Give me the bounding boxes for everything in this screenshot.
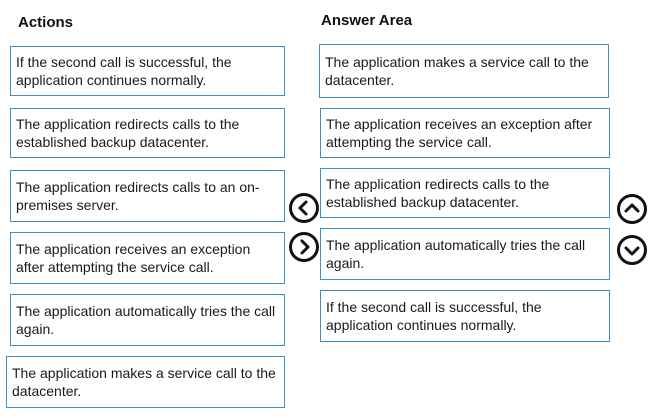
answer-card[interactable]: The application receives an exception af… bbox=[320, 108, 610, 158]
answer-card[interactable]: The application makes a service call to … bbox=[319, 44, 609, 98]
move-left-button[interactable] bbox=[289, 193, 319, 223]
action-card[interactable]: The application redirects calls to the e… bbox=[10, 108, 285, 158]
action-card[interactable]: The application makes a service call to … bbox=[6, 356, 285, 408]
answer-card[interactable]: The application automatically tries the … bbox=[320, 228, 610, 280]
answer-area-heading: Answer Area bbox=[321, 12, 413, 29]
chevron-up-icon bbox=[624, 203, 640, 213]
action-card[interactable]: If the second call is successful, the ap… bbox=[10, 46, 285, 96]
answer-card[interactable]: The application redirects calls to the e… bbox=[320, 168, 610, 218]
action-card[interactable]: The application redirects calls to an on… bbox=[10, 170, 285, 222]
action-card[interactable]: The application automatically tries the … bbox=[10, 294, 285, 346]
move-down-button[interactable] bbox=[617, 235, 647, 265]
chevron-left-icon bbox=[298, 200, 308, 216]
chevron-right-icon bbox=[300, 239, 310, 255]
move-right-button[interactable] bbox=[289, 232, 319, 262]
answer-card[interactable]: If the second call is successful, the ap… bbox=[320, 290, 610, 342]
action-card[interactable]: The application receives an exception af… bbox=[10, 232, 285, 284]
chevron-down-icon bbox=[624, 246, 640, 256]
actions-heading: Actions bbox=[18, 14, 74, 31]
move-up-button[interactable] bbox=[617, 194, 647, 224]
